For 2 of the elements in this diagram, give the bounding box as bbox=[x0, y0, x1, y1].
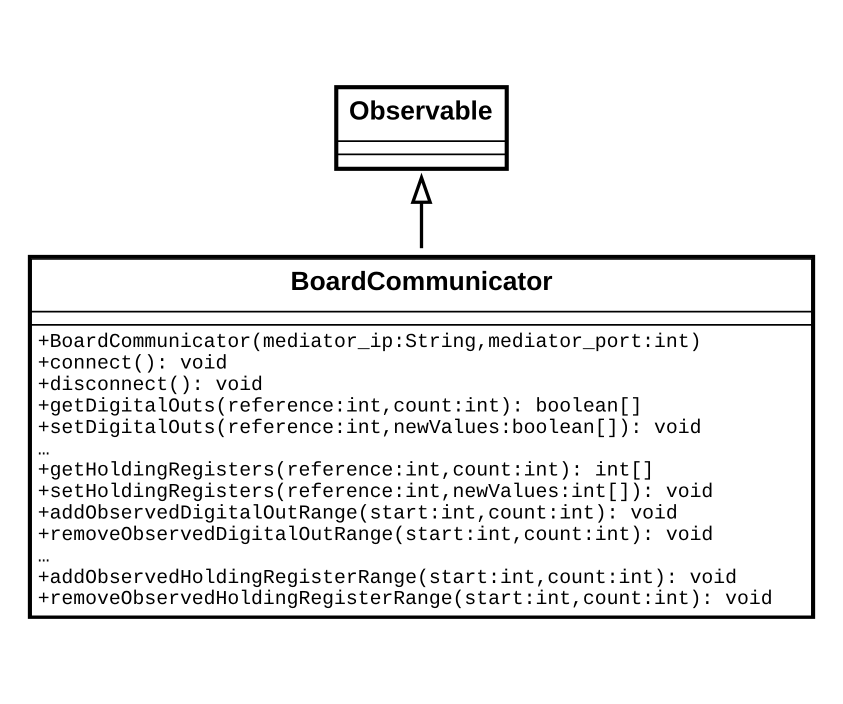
arrow bbox=[410, 172, 432, 248]
node-box: Observable bbox=[334, 85, 509, 171]
